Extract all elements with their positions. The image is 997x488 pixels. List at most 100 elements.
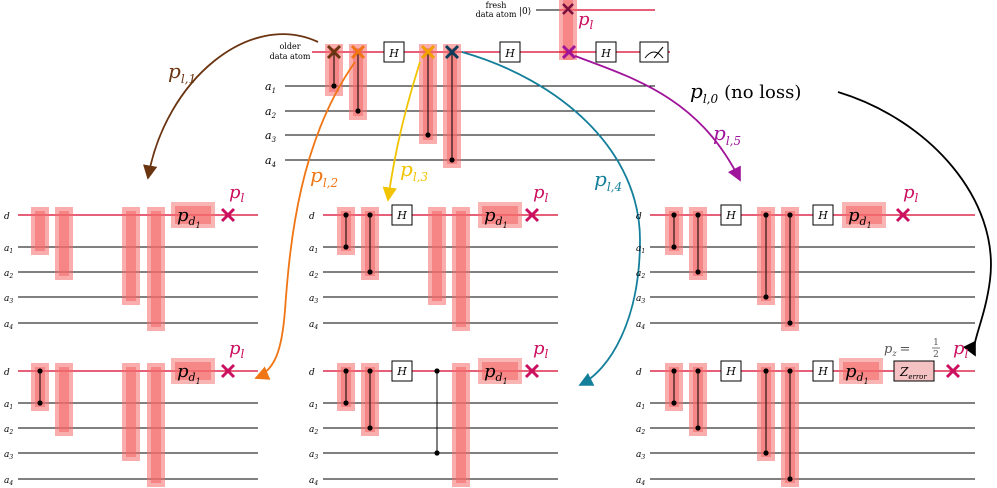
svg-text:H: H [725, 365, 736, 378]
wire-label: a1 [309, 244, 318, 255]
pd1-label: pd1 [177, 361, 201, 386]
wire-label: a1 [636, 244, 645, 255]
arrow-pl5 [574, 55, 741, 182]
main-a1-label: a1 [265, 80, 276, 95]
fresh-pl-label: pl [578, 9, 594, 32]
wire-label: a2 [4, 425, 13, 436]
svg-text:H: H [600, 47, 611, 60]
label-pl5: pl,5 [713, 121, 741, 148]
label-pl2: pl,2 [310, 163, 338, 190]
main-a3-label: a3 [265, 129, 277, 144]
loss-x-icon [524, 207, 540, 223]
svg-text:H: H [725, 209, 736, 222]
measurement-meter-icon [639, 41, 669, 63]
wire-label: a2 [636, 269, 645, 280]
wire-label: a4 [309, 320, 318, 331]
wire-label: d [636, 368, 642, 378]
older-label-1: older [279, 42, 300, 51]
wire-label: a1 [4, 244, 13, 255]
wire-label: a1 [309, 400, 318, 411]
pz-label: pz= [884, 342, 910, 358]
svg-text:1: 1 [933, 338, 939, 348]
pl-label: pl [229, 182, 245, 205]
h-gate [391, 204, 413, 226]
main-h-gate-2 [499, 41, 521, 63]
wire-label: a1 [636, 400, 645, 411]
arrow-pl0 [837, 91, 992, 357]
wire-label: a3 [636, 450, 645, 461]
wire-label: a3 [309, 450, 318, 461]
h-gate [391, 360, 413, 382]
main-a4-label: a4 [265, 154, 276, 169]
arrow-pl1 [143, 33, 319, 180]
h-gate [812, 204, 834, 226]
loss-x-orange-icon [350, 44, 366, 60]
pl-label: pl [953, 338, 969, 361]
svg-text:H: H [817, 209, 828, 222]
arrow-pl4 [461, 51, 641, 386]
fresh-label-2: data atom [476, 10, 517, 19]
wire-label: d [309, 212, 315, 222]
svg-text:H: H [396, 209, 407, 222]
label-pl1: pl,1 [168, 59, 196, 86]
ket-zero: |0⟩ [519, 7, 531, 17]
wire-label: d [4, 212, 10, 222]
pl-label: pl [533, 182, 549, 205]
svg-text:H: H [817, 365, 828, 378]
wire-label: a2 [636, 425, 645, 436]
wire-label: a2 [309, 269, 318, 280]
wire-label: a3 [309, 294, 318, 305]
label-pl4: pl,4 [594, 167, 622, 194]
svg-text:2: 2 [933, 350, 939, 360]
pd1-label: pd1 [845, 361, 869, 386]
wire-label: d [636, 212, 642, 222]
arrow-pl3 [382, 61, 421, 202]
loss-x-purple-icon [561, 44, 577, 60]
label-pl3: pl,3 [400, 157, 428, 184]
wire-label: a4 [309, 476, 318, 487]
wire-label: a4 [636, 320, 645, 331]
pd1-label: pd1 [484, 361, 508, 386]
wire-label: a3 [636, 294, 645, 305]
loss-x-icon [220, 207, 236, 223]
pd1-label: pd1 [177, 205, 201, 230]
older-label-2: data atom [270, 52, 311, 61]
h-gate [720, 360, 742, 382]
loss-x-icon [945, 363, 961, 379]
pd1-label: pd1 [484, 205, 508, 230]
loss-x-teal-icon [444, 44, 460, 60]
pl-label: pl [533, 338, 549, 361]
label-pl0: pl,0(no loss) [690, 79, 801, 106]
fresh-label-1: fresh [486, 1, 507, 10]
svg-text:Zerror: Zerror [899, 365, 927, 381]
wire-label: a4 [4, 320, 13, 331]
pd1-label: pd1 [848, 205, 872, 230]
main-circuit: fresh data atom |0⟩ pl older data atom a… [265, 0, 670, 169]
wire-label: a4 [4, 476, 13, 487]
h-gate [720, 204, 742, 226]
main-h-gate-1 [383, 41, 405, 63]
zerror-gate [893, 360, 935, 382]
svg-text:H: H [504, 47, 515, 60]
svg-text:H: H [396, 365, 407, 378]
arrow-pl2 [254, 61, 356, 380]
swap-x-icon [562, 3, 574, 15]
loss-x-brown-icon [326, 44, 342, 60]
wire-label: d [4, 368, 10, 378]
svg-text:H: H [388, 47, 399, 60]
wire-label: a3 [4, 294, 13, 305]
pl-label: pl [229, 338, 245, 361]
loss-x-icon [524, 363, 540, 379]
wire-label: d [309, 368, 315, 378]
wire-label: a2 [309, 425, 318, 436]
pl-label: pl [903, 182, 919, 205]
loss-x-yellow-icon [420, 44, 436, 60]
